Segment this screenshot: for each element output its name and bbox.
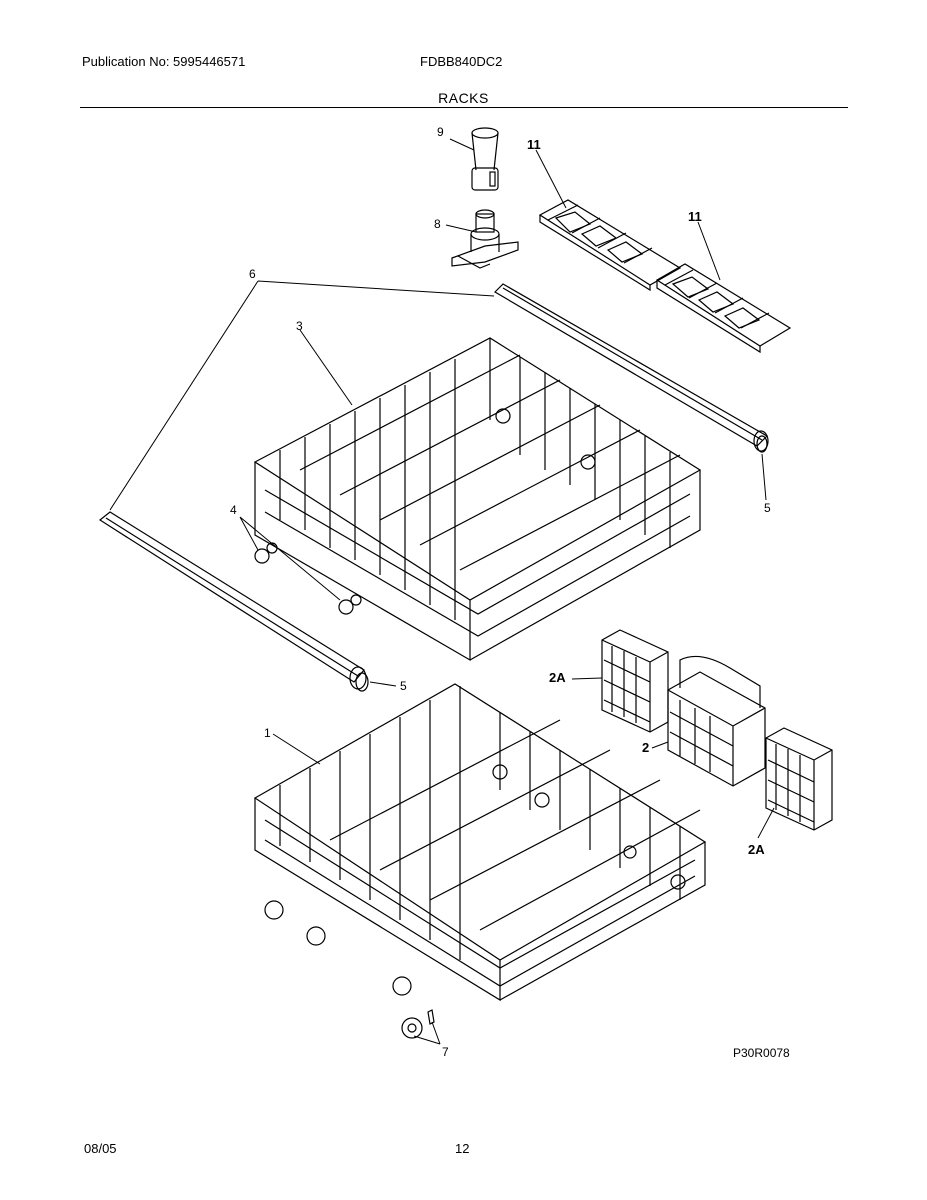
callout-3: 3	[296, 319, 303, 333]
part-2-basket-center-drawing	[667, 655, 766, 787]
part-11-shelf-lower-drawing	[655, 263, 792, 354]
part-6-rail-left-drawing	[98, 511, 367, 690]
callout-1: 1	[264, 726, 271, 740]
part-4-rollers-drawing	[254, 542, 362, 615]
page-number: 12	[455, 1141, 470, 1156]
callout-4: 4	[230, 503, 237, 517]
callout-11-lower: 11	[688, 209, 702, 224]
part-2a-basket-right-drawing	[765, 727, 833, 831]
part-5-end-cap-left-drawing	[355, 672, 369, 692]
part-2a-basket-left-drawing	[601, 629, 669, 733]
callout-2: 2	[642, 740, 649, 755]
callout-2a-right: 2A	[748, 842, 765, 857]
part-8-manifold-drawing	[451, 209, 519, 269]
part-5-end-cap-right-drawing	[756, 435, 768, 453]
part-1-lower-rack-drawing	[253, 683, 707, 1002]
part-11-shelf-upper-drawing	[538, 199, 682, 292]
callout-5-left: 5	[400, 679, 407, 693]
part-7-wheel-drawing	[401, 1009, 435, 1039]
callout-8: 8	[434, 217, 441, 231]
model-number: FDBB840DC2	[420, 54, 503, 69]
section-title: RACKS	[438, 90, 489, 106]
part-3-upper-rack-drawing	[253, 337, 702, 662]
callout-6: 6	[249, 267, 256, 281]
header-rule	[80, 107, 848, 108]
figure-code: P30R0078	[733, 1046, 790, 1060]
footer-date: 08/05	[84, 1141, 117, 1156]
leader-lines	[109, 138, 775, 1045]
callout-5-right: 5	[764, 501, 771, 515]
callout-9: 9	[437, 125, 444, 139]
publication-number: Publication No: 5995446571	[82, 54, 246, 69]
part-6-rail-right-drawing	[494, 283, 769, 452]
callout-11-upper: 11	[527, 137, 541, 152]
callout-2a-left: 2A	[549, 670, 566, 685]
callout-7: 7	[442, 1045, 449, 1059]
part-9-tube-drawing	[471, 127, 499, 191]
